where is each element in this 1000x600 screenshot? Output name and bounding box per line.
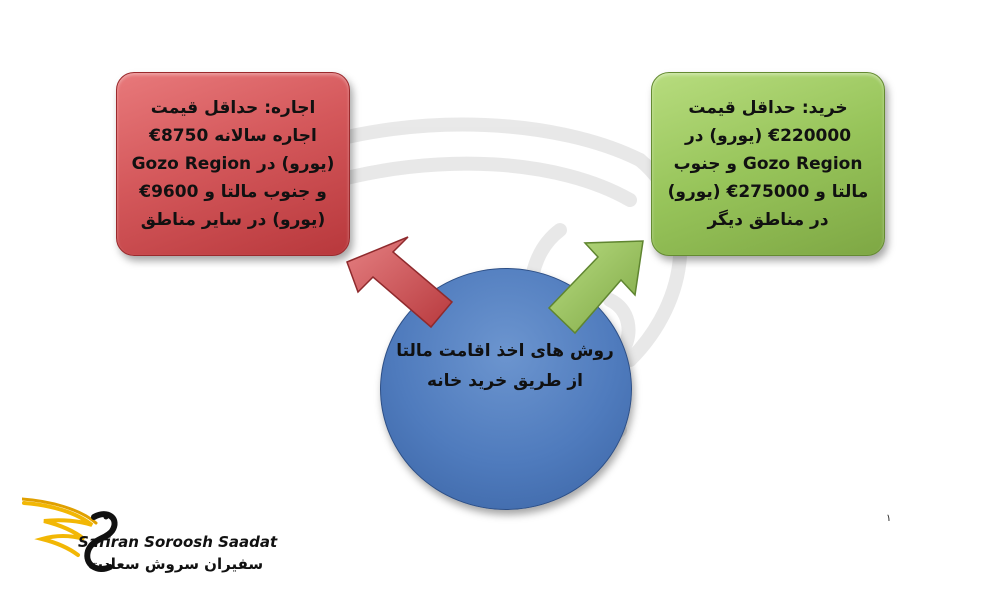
logo-bird-icon (22, 497, 118, 572)
purchase-box: خرید: حداقل قیمت 220000€ (یورو) در Gozo … (651, 72, 885, 256)
rent-box: اجاره: حداقل قیمت اجاره سالانه 8750€ (یو… (116, 72, 350, 256)
purchase-text: خرید: حداقل قیمت 220000€ (یورو) در Gozo … (667, 98, 869, 230)
page-number: ۱ (886, 513, 892, 524)
logo-persian-text: سفیران سروش سعادت (88, 555, 264, 573)
logo-english-text: Safiran Soroosh Saadat (78, 533, 278, 551)
rent-text: اجاره: حداقل قیمت اجاره سالانه 8750€ (یو… (131, 98, 335, 230)
center-text: روش های اخذ اقامت مالتا از طریق خرید خان… (396, 341, 614, 391)
